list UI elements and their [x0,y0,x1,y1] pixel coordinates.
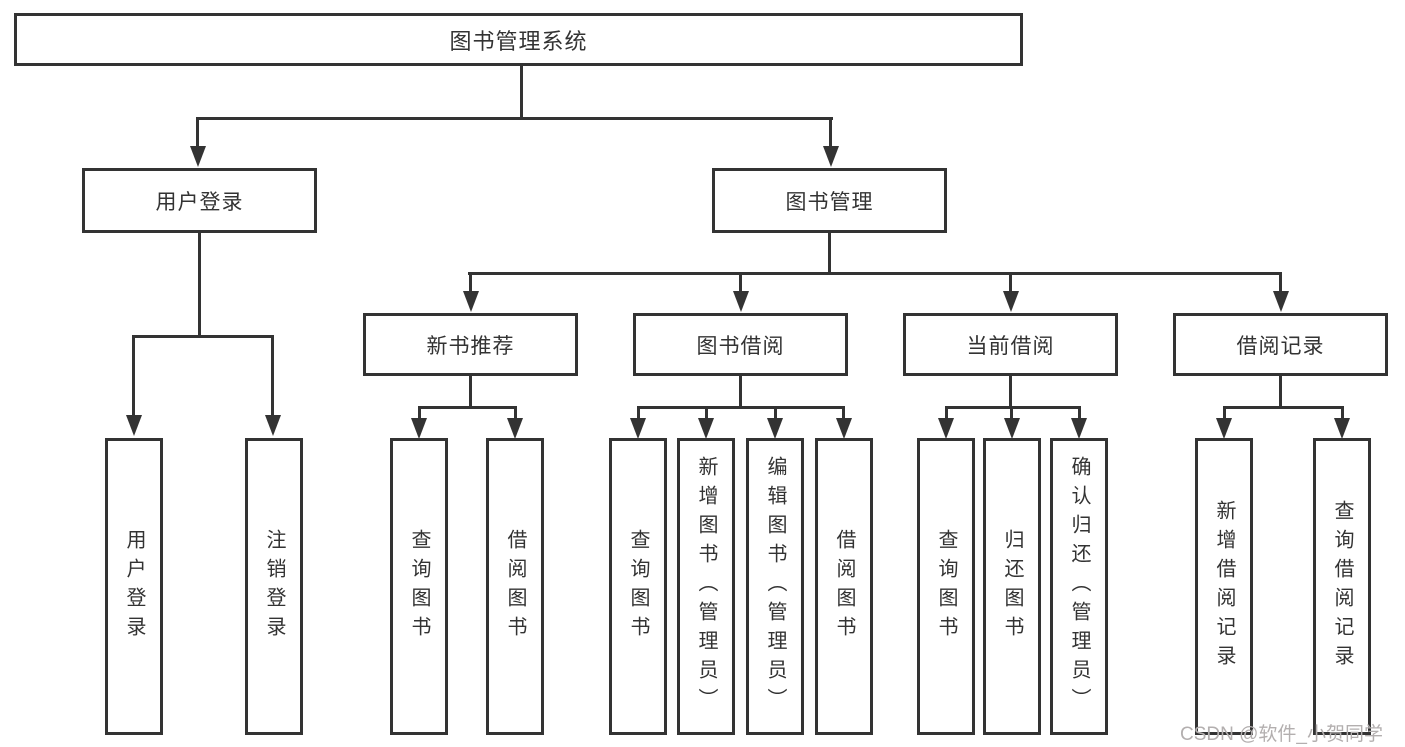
connector-vline [739,272,742,293]
arrow-down-icon [1004,418,1020,439]
node-user-login: 用户登录 [82,168,317,233]
connector-hline [418,406,516,409]
leaf-label: 查询借阅记录 [1331,499,1353,674]
arrow-down-icon [836,418,852,439]
connector-hline [197,117,833,120]
connector-vline [945,406,948,420]
arrow-down-icon [1334,418,1350,439]
connector-vline [1279,272,1282,293]
connector-vline [829,117,832,148]
connector-vline [1341,406,1344,420]
leaf-label: 新增借阅记录 [1213,499,1235,674]
connector-vline [828,233,831,272]
arrow-down-icon [1071,418,1087,439]
arrow-down-icon [1003,291,1019,312]
node-book-management: 图书管理 [712,168,947,233]
arrow-down-icon [265,415,281,436]
csdn-watermark: CSDN @软件_小贺同学 [1180,724,1383,745]
connector-vline [271,335,274,415]
arrow-down-icon [190,146,206,167]
leaf-edit-books-admin: 编辑图书（管理员） [746,438,804,735]
node-borrowing-records: 借阅记录 [1173,313,1388,376]
node-label: 图书管理 [785,190,874,214]
connector-hline [1223,406,1343,409]
connector-vline [418,406,421,420]
leaf-query-books-borrowing: 查询图书 [609,438,667,735]
arrow-down-icon [823,146,839,167]
leaf-label: 归还图书 [1001,528,1023,645]
node-label: 新书推荐 [426,334,515,358]
leaf-label: 借阅图书 [504,528,526,645]
node-library-management-system: 图书管理系统 [14,13,1023,66]
arrow-down-icon [938,418,954,439]
connector-vline [198,233,201,335]
leaf-logout: 注销登录 [245,438,303,735]
leaf-label: 确认归还（管理员） [1068,456,1090,717]
leaf-query-borrow-record: 查询借阅记录 [1313,438,1371,735]
connector-hline [468,272,1280,275]
leaf-label: 借阅图书 [833,528,855,645]
connector-vline [1223,406,1226,420]
leaf-label: 编辑图书（管理员） [764,456,786,717]
leaf-borrow-books-recommend: 借阅图书 [486,438,544,735]
arrow-down-icon [733,291,749,312]
node-current-borrowing: 当前借阅 [903,313,1118,376]
connector-hline [945,406,1081,409]
leaf-label: 查询图书 [935,528,957,645]
connector-vline [1009,272,1012,293]
connector-vline [469,376,472,406]
leaf-label: 新增图书（管理员） [695,456,717,717]
connector-vline [637,406,640,420]
connector-vline [739,376,742,406]
connector-vline [1010,406,1013,420]
connector-hline [132,335,274,338]
connector-vline [514,406,517,420]
connector-vline [1279,376,1282,406]
node-new-book-recommendation: 新书推荐 [363,313,578,376]
node-label: 用户登录 [155,190,244,214]
leaf-query-books-current: 查询图书 [917,438,975,735]
arrow-down-icon [630,418,646,439]
arrow-down-icon [1216,418,1232,439]
connector-vline [1078,406,1081,420]
node-label: 借阅记录 [1236,334,1325,358]
arrow-down-icon [507,418,523,439]
leaf-label: 查询图书 [627,528,649,645]
leaf-user-login: 用户登录 [105,438,163,735]
leaf-label: 查询图书 [408,528,430,645]
connector-vline [520,66,523,117]
connector-vline [1009,376,1012,406]
connector-hline [637,406,845,409]
leaf-label: 用户登录 [123,528,145,645]
node-label: 图书借阅 [696,334,785,358]
node-label: 图书管理系统 [449,28,588,54]
leaf-add-books-admin: 新增图书（管理员） [677,438,735,735]
connector-vline [196,117,199,148]
connector-vline [132,335,135,415]
leaf-label: 注销登录 [263,528,285,645]
connector-vline [774,406,777,420]
arrow-down-icon [767,418,783,439]
connector-vline [842,406,845,420]
arrow-down-icon [463,291,479,312]
leaf-add-borrow-record: 新增借阅记录 [1195,438,1253,735]
arrow-down-icon [411,418,427,439]
leaf-return-books: 归还图书 [983,438,1041,735]
node-label: 当前借阅 [966,334,1055,358]
connector-vline [705,406,708,420]
leaf-query-books-recommend: 查询图书 [390,438,448,735]
leaf-confirm-return-admin: 确认归还（管理员） [1050,438,1108,735]
connector-vline [469,272,472,293]
leaf-borrow-books-borrowing: 借阅图书 [815,438,873,735]
arrow-down-icon [698,418,714,439]
arrow-down-icon [1273,291,1289,312]
arrow-down-icon [126,415,142,436]
node-book-borrowing: 图书借阅 [633,313,848,376]
